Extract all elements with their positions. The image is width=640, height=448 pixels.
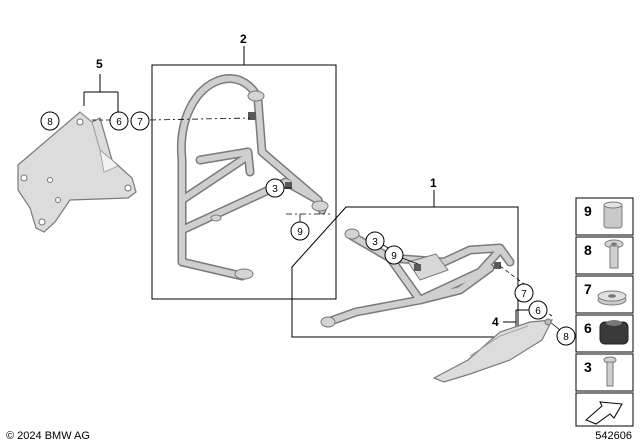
arrow-icon xyxy=(585,401,623,425)
svg-text:8: 8 xyxy=(47,117,53,128)
svg-text:9: 9 xyxy=(391,251,397,262)
washer-icon xyxy=(597,290,627,306)
svg-text:7: 7 xyxy=(521,289,527,300)
callout-9-right: 9 xyxy=(384,245,404,265)
callout-6-left: 6 xyxy=(109,111,129,131)
svg-text:6: 6 xyxy=(584,320,592,336)
lower-crash-bar-illustration xyxy=(320,228,515,328)
callout-9-upper: 9 xyxy=(290,221,310,241)
upper-crash-bar-illustration xyxy=(176,74,329,281)
legend-orientation-arrow xyxy=(575,392,634,427)
callout-7-right: 7 xyxy=(514,283,534,303)
group-5-bracket xyxy=(83,74,119,112)
svg-text:9: 9 xyxy=(584,203,592,219)
diagram-id-text: 542606 xyxy=(595,430,632,442)
group-label-5: 5 xyxy=(96,57,103,71)
callout-6-right: 6 xyxy=(528,300,548,320)
legend-item-7: 7 xyxy=(575,275,634,314)
bolt-icon xyxy=(604,239,624,269)
callout-7-left: 7 xyxy=(130,111,150,131)
callout-8-left: 8 xyxy=(40,111,60,131)
svg-text:9: 9 xyxy=(297,227,303,238)
svg-text:8: 8 xyxy=(563,332,569,343)
legend-panel: 9 8 7 6 xyxy=(575,197,634,427)
callout-8-right: 8 xyxy=(556,326,576,346)
svg-text:8: 8 xyxy=(584,242,592,258)
svg-text:7: 7 xyxy=(137,117,143,128)
screw-icon xyxy=(603,356,617,387)
legend-item-8: 8 xyxy=(575,236,634,275)
svg-text:7: 7 xyxy=(584,281,592,297)
svg-text:6: 6 xyxy=(535,306,541,317)
group-label-1: 1 xyxy=(430,176,437,190)
svg-text:3: 3 xyxy=(272,184,278,195)
svg-text:3: 3 xyxy=(372,237,378,248)
legend-item-9: 9 xyxy=(575,197,634,236)
skid-plate-illustration xyxy=(432,318,554,383)
legend-item-3: 3 xyxy=(575,353,634,392)
group-1-frame xyxy=(291,206,519,338)
copyright-text: © 2024 BMW AG xyxy=(6,430,90,442)
rubber-bushing-icon xyxy=(599,320,629,345)
mounting-plate-illustration xyxy=(17,111,137,233)
callout-3-right: 3 xyxy=(365,231,385,251)
svg-text:6: 6 xyxy=(116,117,122,128)
group-label-4: 4 xyxy=(492,315,499,329)
upper-leader-lines xyxy=(92,117,330,222)
svg-text:3: 3 xyxy=(584,359,592,375)
callout-3-upper: 3 xyxy=(265,178,285,198)
group-label-2: 2 xyxy=(240,32,247,46)
legend-item-6: 6 xyxy=(575,314,634,353)
